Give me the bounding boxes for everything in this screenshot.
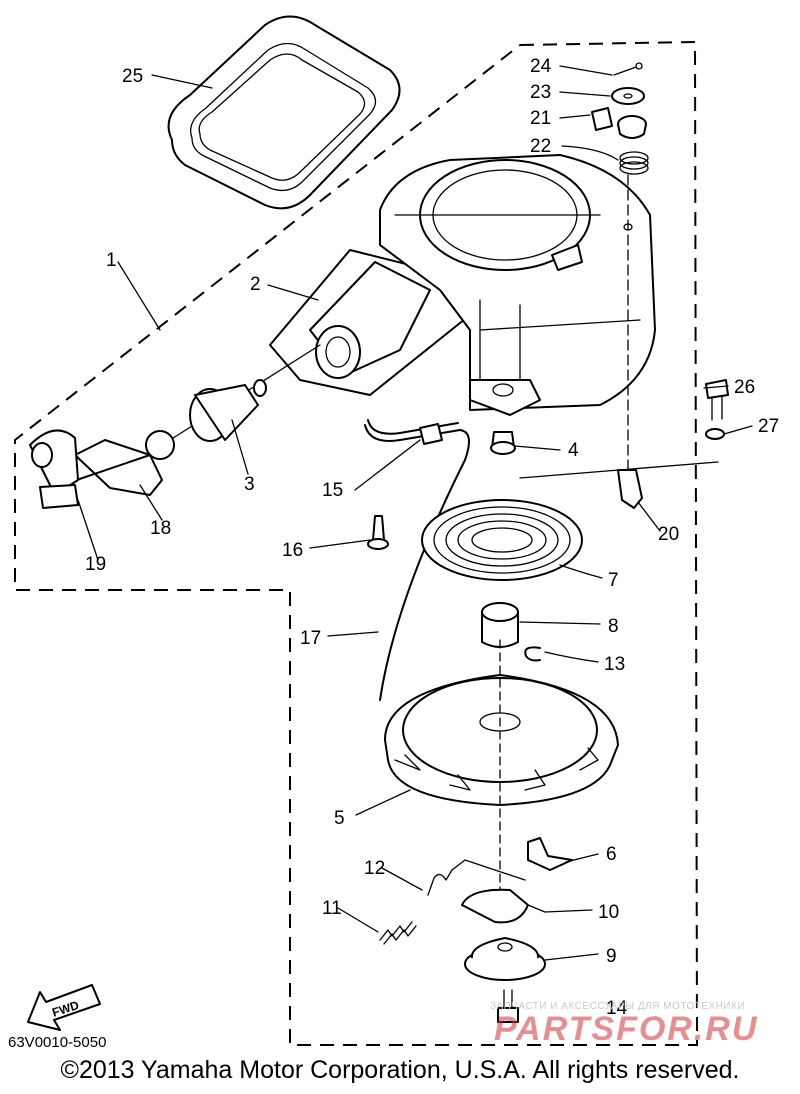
part-9-cover [464, 937, 546, 981]
callout-27: 27 [758, 416, 779, 437]
callout-9: 9 [606, 946, 617, 967]
callout-6: 6 [606, 844, 617, 865]
callout-20: 20 [658, 524, 679, 545]
part-11-spring [379, 921, 417, 945]
callout-14: 14 [606, 998, 628, 1019]
part-2-rope-guide [269, 249, 471, 396]
callout-8: 8 [608, 616, 619, 637]
callout-21: 21 [530, 108, 551, 129]
part-17-rope-tube [364, 419, 470, 701]
callout-2: 2 [250, 274, 261, 295]
part-21-lock-and-cap [591, 107, 647, 139]
callout-7: 7 [608, 570, 619, 591]
callout-19: 19 [85, 554, 106, 575]
callout-15: 15 [322, 480, 343, 501]
callout-3: 3 [244, 474, 255, 495]
leader-lines [77, 65, 753, 961]
part-3-rope-grip [169, 344, 321, 442]
part-24-pin [613, 62, 643, 76]
callout-13: 13 [604, 654, 625, 675]
callout-23: 23 [530, 82, 551, 103]
part-4-bushing [490, 431, 516, 455]
part-23-washer [611, 87, 645, 105]
part-13-clip [524, 646, 541, 662]
callout-16: 16 [282, 540, 303, 561]
callout-5: 5 [334, 808, 345, 829]
part-5-rope-drum [384, 674, 619, 806]
part-22-spring [619, 151, 649, 175]
callout-18: 18 [150, 518, 171, 539]
part-27-washer [705, 428, 725, 440]
part-6-pawl [527, 837, 573, 871]
callout-22: 22 [530, 136, 551, 157]
callout-25: 25 [122, 66, 143, 87]
assembly-boundary [14, 40, 699, 1046]
callouts: 25 24 23 21 22 1 2 3 4 26 27 15 18 19 16… [85, 56, 779, 1019]
callout-4: 4 [568, 440, 579, 461]
part-15-clamp [419, 423, 443, 445]
callout-1: 1 [106, 250, 117, 271]
callout-11: 11 [322, 898, 342, 919]
callout-26: 26 [734, 377, 755, 398]
watermark-logo: PARTSFOR.RU [494, 1010, 759, 1048]
watermark-tagline: ЗАПЧАСТИ И АКСЕССУАРЫ ДЛЯ МОТОТЕХНИКИ [490, 1001, 746, 1012]
part-26-bolt [705, 379, 729, 421]
part-18-handle [61, 430, 175, 496]
part-10-friction-plate [461, 888, 529, 924]
part-25-gasket [167, 15, 401, 210]
diagram-code: 63V0010-5050 [8, 1034, 107, 1051]
callout-10: 10 [598, 902, 619, 923]
callout-24: 24 [530, 56, 552, 77]
fwd-arrow-icon: FWD [27, 984, 101, 1031]
part-14-bolt [497, 989, 519, 1023]
part-19-clip [29, 429, 79, 509]
starter-housing [379, 154, 656, 416]
part-16-screw [367, 515, 389, 550]
part-12-arm [427, 859, 526, 896]
copyright-footer: ©2013 Yamaha Motor Corporation, U.S.A. A… [60, 1056, 740, 1084]
callout-17: 17 [300, 628, 321, 649]
callout-12: 12 [364, 858, 385, 879]
part-7-spiral-spring [421, 499, 583, 581]
part-8-drum-bushing [481, 602, 519, 648]
